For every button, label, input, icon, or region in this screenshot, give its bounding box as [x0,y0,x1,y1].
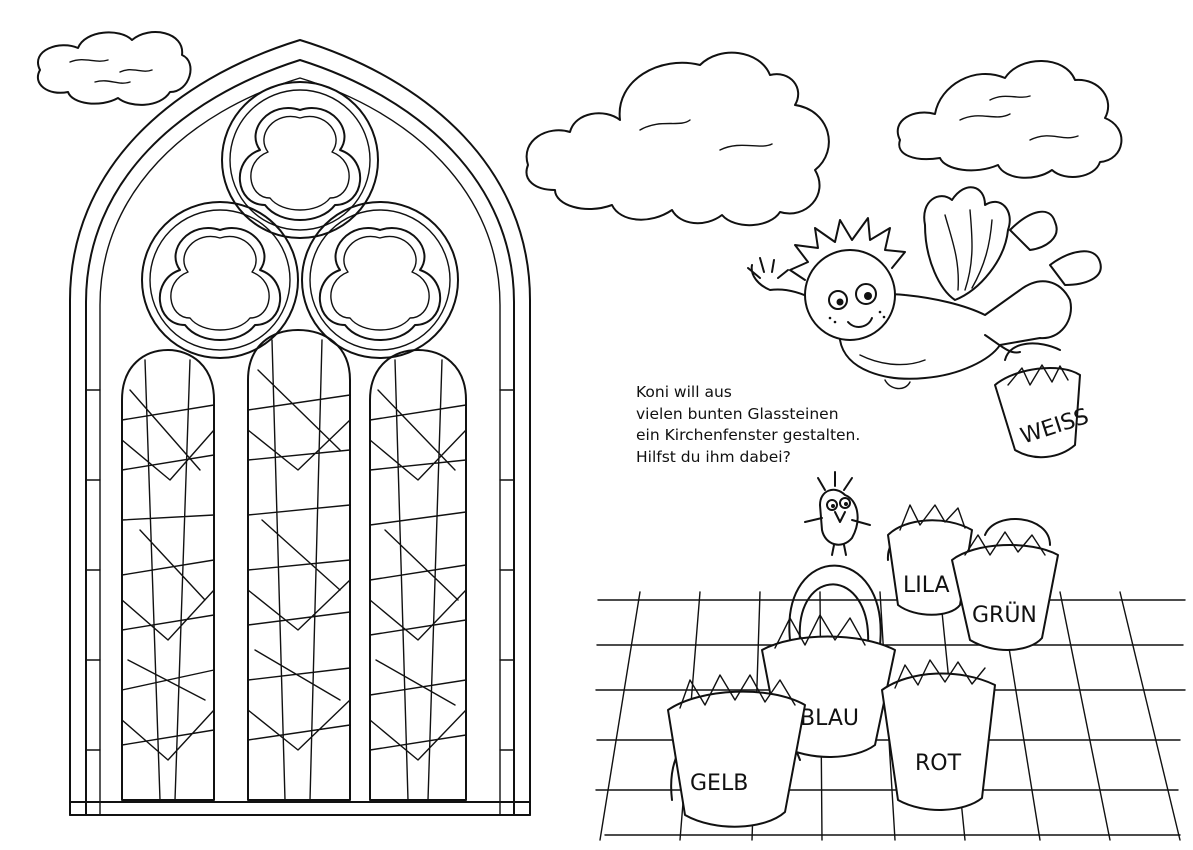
lancet-middle [248,330,350,800]
bucket-gelb: GELB [668,675,805,827]
cloud-top-left [38,32,191,105]
bucket-rot-label: ROT [915,751,962,776]
story-line-3: ein Kirchenfenster gestalten. [636,426,861,444]
lancet-left [122,350,214,800]
cloud-top-right [898,61,1122,178]
bucket-rot: ROT [882,660,995,810]
trefoil-right [302,202,458,358]
bucket-gruen-label: GRÜN [972,602,1037,628]
bird [805,472,870,555]
bucket-blau-label: BLAU [800,706,859,731]
story-text: Koni will aus vielen bunten Glassteinen … [636,382,936,468]
bucket-gelb-label: GELB [690,771,748,796]
bucket-weiss: WEISS [995,343,1092,457]
story-line-4: Hilfst du ihm dabei? [636,447,791,466]
story-line-1: Koni will aus [636,383,732,401]
lancet-right [370,350,466,800]
bucket-lila-label: LILA [903,573,950,598]
trefoil-left [142,202,298,358]
bucket-gruen: GRÜN [952,519,1058,650]
angel-koni [748,187,1101,388]
trefoil-top [222,82,378,238]
story-line-2: vielen bunten Glassteinen [636,404,839,423]
church-window [70,40,530,815]
cloud-middle [527,53,829,226]
